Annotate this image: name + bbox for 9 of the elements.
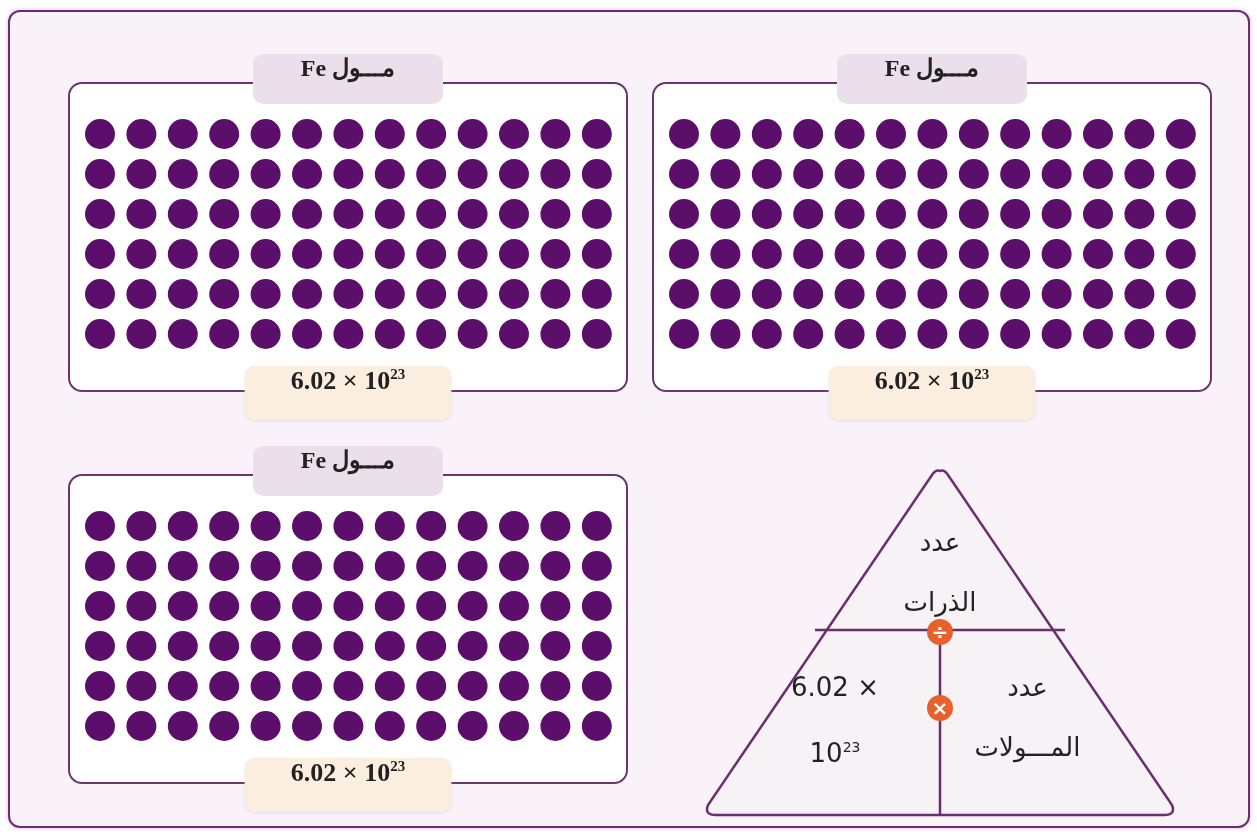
formula-section: عدد المـــولات bbox=[965, 657, 1090, 777]
formula-section: 6.02 × 10$^{23}$ bbox=[775, 657, 895, 777]
background-panel bbox=[8, 10, 1250, 828]
card-heading: مـــول Fe bbox=[837, 54, 1027, 104]
card-heading: مـــول Fe bbox=[253, 54, 443, 104]
atom-count: 6.02 × 10$^{23}$ bbox=[245, 366, 451, 420]
card-heading: مـــول Fe bbox=[253, 446, 443, 496]
atom-count: 6.02 × 10$^{23}$ bbox=[829, 366, 1035, 420]
atom-count: 6.02 × 10$^{23}$ bbox=[245, 758, 451, 812]
